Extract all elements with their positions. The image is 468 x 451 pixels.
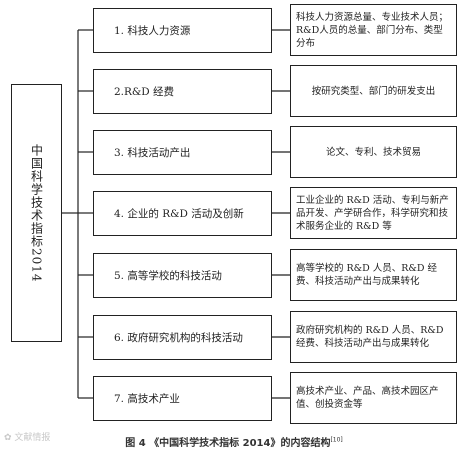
watermark-icon: ✿	[4, 433, 12, 443]
description-text-1: 科技人力资源总量、专业技术人员；R&D人员的总量、部门分布、类型分布	[296, 11, 449, 49]
category-box-1: 1. 科技人力资源	[93, 8, 272, 53]
description-text-4: 工业企业的 R&D 活动、专利与新产品开发、产学研合作，科学研究和技术服务企业的…	[296, 194, 449, 232]
description-box-1: 科技人力资源总量、专业技术人员；R&D人员的总量、部门分布、类型分布	[290, 4, 457, 56]
caption-reference: [10]	[330, 436, 343, 444]
caption-text: 图 4 《中国科学技术指标 2014》的内容结构	[125, 438, 331, 449]
watermark-text: 文献情报	[14, 433, 51, 443]
root-label: 中国科学技术指标2014	[29, 143, 44, 283]
category-box-2: 2.R&D 经费	[93, 69, 272, 114]
description-box-2: 按研究类型、部门的研发支出	[290, 65, 457, 117]
description-text-2: 按研究类型、部门的研发支出	[311, 85, 436, 97]
description-text-3: 论文、专利、技术贸易	[325, 146, 421, 158]
description-text-7: 高技术产业、产品、高技术园区产值、创投资金等	[296, 386, 439, 410]
description-box-6: 政府研究机构的 R&D 人员、R&D 经费、科技活动产出与成果转化	[290, 311, 457, 363]
category-box-4: 4. 企业的 R&D 活动及创新	[93, 191, 272, 236]
root-node: 中国科学技术指标2014	[11, 84, 62, 342]
description-box-3: 论文、专利、技术贸易	[290, 126, 457, 178]
category-box-5: 5. 高等学校的科技活动	[93, 253, 272, 298]
description-text-6: 政府研究机构的 R&D 人员、R&D 经费、科技活动产出与成果转化	[296, 325, 444, 349]
watermark: ✿ 文献情报	[4, 430, 50, 443]
description-text-5: 高等学校的 R&D 人员、R&D 经费、科技活动产出与成果转化	[296, 263, 438, 287]
description-box-7: 高技术产业、产品、高技术园区产值、创投资金等	[290, 372, 457, 424]
category-box-3: 3. 科技活动产出	[93, 130, 272, 175]
category-box-6: 6. 政府研究机构的科技活动	[93, 315, 272, 360]
description-box-4: 工业企业的 R&D 活动、专利与新产品开发、产学研合作，科学研究和技术服务企业的…	[290, 187, 457, 239]
description-box-5: 高等学校的 R&D 人员、R&D 经费、科技活动产出与成果转化	[290, 249, 457, 301]
category-box-7: 7. 高技术产业	[93, 376, 272, 421]
figure-caption: 图 4 《中国科学技术指标 2014》的内容结构[10]	[0, 434, 468, 449]
